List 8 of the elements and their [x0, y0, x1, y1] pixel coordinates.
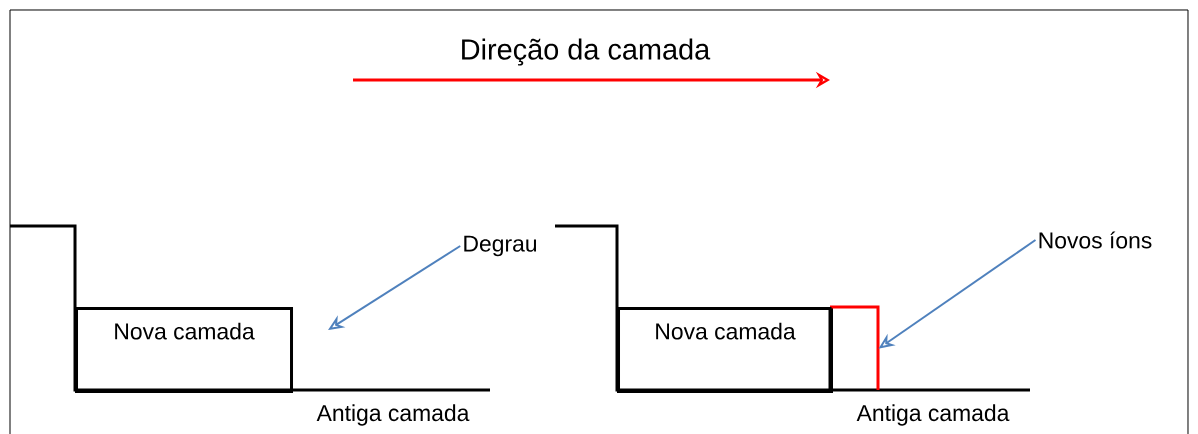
layer-label: Antiga camada [856, 404, 1010, 426]
callout-text: Degrau [464, 235, 537, 257]
title: Direção da camada [462, 38, 711, 66]
callout-text: Novos íons [1039, 231, 1152, 249]
layer-label: Antiga camada [316, 404, 470, 426]
layer-box: Nova camada [617, 307, 833, 393]
ion-box [830, 305, 880, 390]
layer-box: Nova camada [75, 307, 293, 393]
